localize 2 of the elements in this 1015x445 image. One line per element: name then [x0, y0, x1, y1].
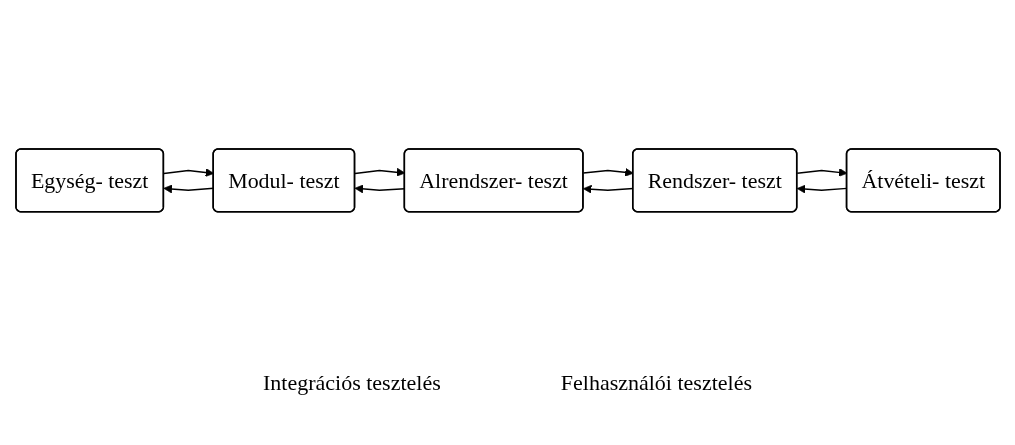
section-label: Integrációs tesztelés — [263, 370, 441, 396]
section-label: Felhasználói tesztelés — [560, 370, 752, 396]
